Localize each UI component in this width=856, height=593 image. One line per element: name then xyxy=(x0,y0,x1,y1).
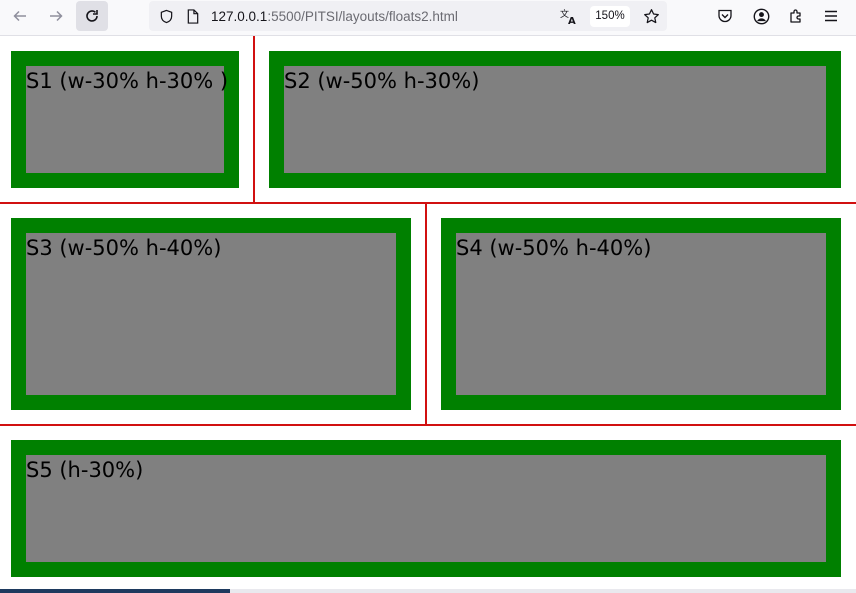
pocket-icon[interactable] xyxy=(714,5,736,27)
divider-horizontal-1 xyxy=(0,202,856,204)
section-s4-label: S4 (w-50% h-40%) xyxy=(456,236,652,260)
section-s2-label: S2 (w-50% h-30%) xyxy=(284,69,480,93)
url-path: :5500/PITSI/layouts/floats2.html xyxy=(267,9,458,24)
svg-text:A: A xyxy=(568,16,576,25)
account-icon[interactable] xyxy=(750,5,772,27)
section-s1: S1 (w-30% h-30% ) xyxy=(11,51,239,188)
url-text[interactable]: 127.0.0.1:5500/PITSI/layouts/floats2.htm… xyxy=(211,8,458,25)
svg-text:文: 文 xyxy=(560,8,569,20)
divider-vertical-middle xyxy=(425,204,427,424)
section-s1-label: S1 (w-30% h-30% ) xyxy=(26,69,229,93)
section-s5: S5 (h-30%) xyxy=(11,440,841,577)
url-bar[interactable]: 127.0.0.1:5500/PITSI/layouts/floats2.htm… xyxy=(149,1,667,31)
divider-vertical-top xyxy=(253,36,255,202)
bottom-edge-strip xyxy=(0,589,856,593)
back-button[interactable] xyxy=(4,1,36,31)
browser-toolbar: 127.0.0.1:5500/PITSI/layouts/floats2.htm… xyxy=(0,0,856,36)
divider-horizontal-2 xyxy=(0,424,856,426)
section-s4: S4 (w-50% h-40%) xyxy=(441,218,841,410)
bottom-edge-dark xyxy=(0,589,230,593)
section-s5-label: S5 (h-30%) xyxy=(26,458,144,482)
url-host: 127.0.0.1 xyxy=(211,9,268,24)
section-s3-label: S3 (w-50% h-40%) xyxy=(26,236,222,260)
reload-icon xyxy=(86,10,98,22)
forward-arrow-icon xyxy=(50,10,63,22)
page-icon[interactable] xyxy=(184,7,202,25)
shield-icon[interactable] xyxy=(157,7,175,25)
forward-button[interactable] xyxy=(40,1,72,31)
menu-icon[interactable] xyxy=(820,5,842,27)
section-s3: S3 (w-50% h-40%) xyxy=(11,218,411,410)
section-s2: S2 (w-50% h-30%) xyxy=(269,51,841,188)
reload-button[interactable] xyxy=(76,1,108,31)
zoom-level-badge[interactable]: 150% xyxy=(590,6,630,27)
back-arrow-icon xyxy=(13,10,26,22)
bookmark-star-icon[interactable] xyxy=(642,7,660,25)
extensions-icon[interactable] xyxy=(785,5,807,27)
